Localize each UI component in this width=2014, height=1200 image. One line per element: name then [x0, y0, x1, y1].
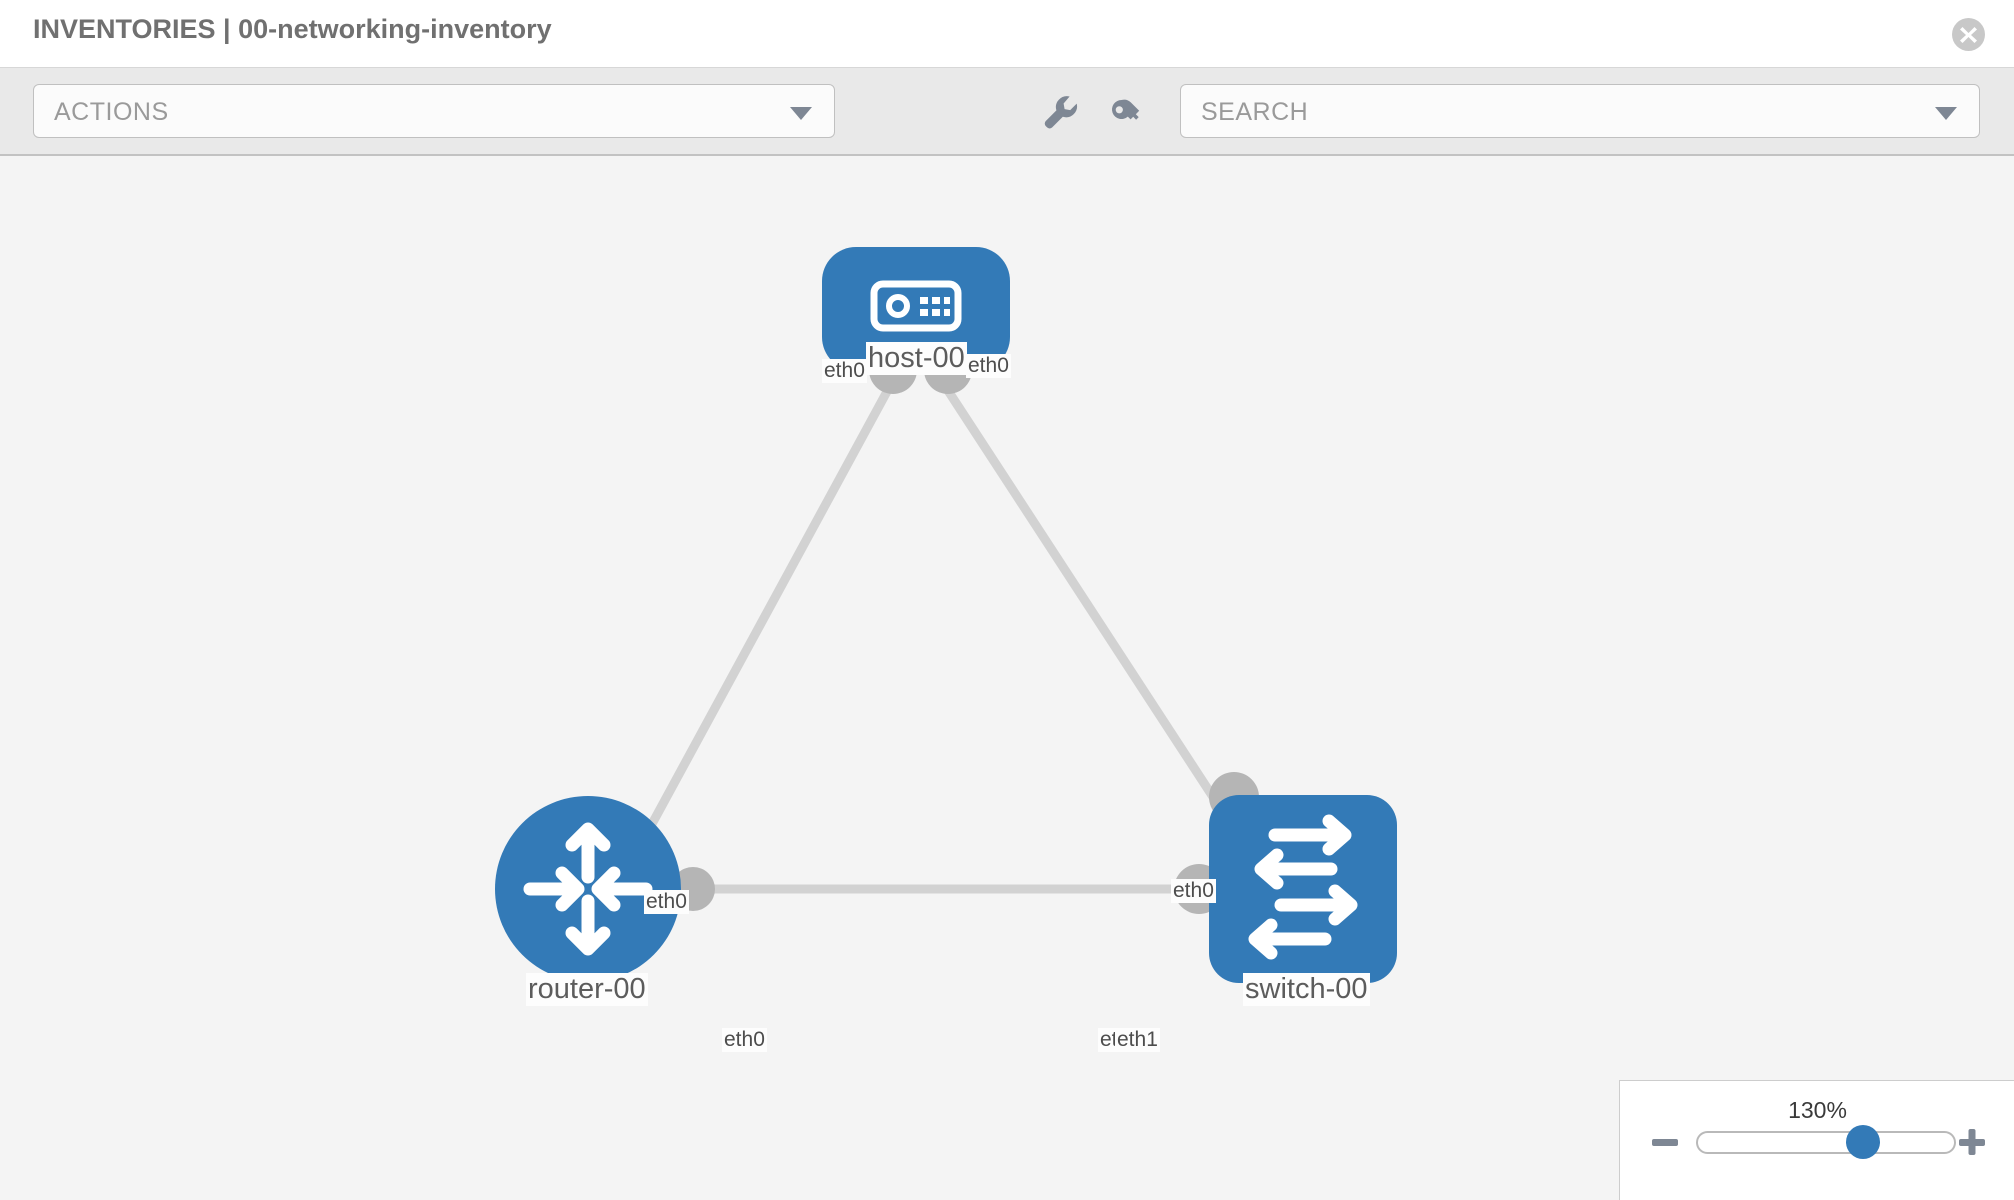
topology-edges — [636, 383, 1249, 894]
topology-graph — [495, 247, 1397, 983]
page-title: INVENTORIES | 00-networking-inventory — [33, 14, 552, 44]
server-icon — [870, 280, 962, 332]
node-router-00 — [495, 796, 681, 982]
close-icon[interactable] — [1952, 18, 1985, 51]
iface-label-switch-eth0-up: eth0 — [1171, 879, 1216, 903]
zoom-slider[interactable] — [1696, 1131, 1956, 1154]
iface-label-host-eth0-right: eth0 — [966, 354, 1011, 378]
node-label-host-00[interactable]: host-00 — [866, 342, 967, 375]
topology-canvas[interactable]: host-00 router-00 switch-00 eth0 eth0 et… — [0, 156, 2014, 1200]
wrench-icon[interactable] — [1036, 88, 1084, 136]
edge-host-switch — [941, 383, 1249, 849]
plus-icon[interactable] — [1957, 1127, 1987, 1157]
search-placeholder: SEARCH — [1201, 98, 1309, 126]
node-label-router-00[interactable]: router-00 — [526, 973, 648, 1006]
chevron-down-icon[interactable] — [1935, 107, 1957, 120]
search-input[interactable]: SEARCH — [1180, 84, 1980, 138]
topology-toolbar: ACTIONS SEARCH — [0, 68, 2014, 156]
switch-arrows-icon — [1248, 814, 1358, 960]
router-arrows-icon — [523, 822, 653, 956]
chevron-down-icon — [790, 107, 812, 120]
zoom-control-panel: 130% — [1619, 1080, 2014, 1200]
node-switch-00 — [1209, 795, 1397, 983]
iface-label-router-eth0-mid: eth0 — [722, 1028, 767, 1052]
iface-label-host-eth0-left: eth0 — [822, 359, 867, 383]
zoom-level-value: 130% — [1788, 1097, 1847, 1123]
zoom-slider-thumb[interactable] — [1846, 1125, 1880, 1159]
minus-icon[interactable] — [1650, 1127, 1680, 1157]
edge-host-router — [636, 383, 894, 849]
iface-label-switch-eth1: eth1 — [1115, 1028, 1160, 1052]
node-host-00 — [822, 247, 1010, 371]
iface-label-router-eth0-up: eth0 — [644, 890, 689, 914]
actions-dropdown[interactable]: ACTIONS — [33, 84, 835, 138]
page-header: INVENTORIES | 00-networking-inventory — [0, 0, 2014, 68]
node-label-switch-00[interactable]: switch-00 — [1243, 973, 1370, 1006]
key-icon[interactable] — [1104, 88, 1152, 136]
actions-dropdown-label: ACTIONS — [54, 98, 169, 126]
